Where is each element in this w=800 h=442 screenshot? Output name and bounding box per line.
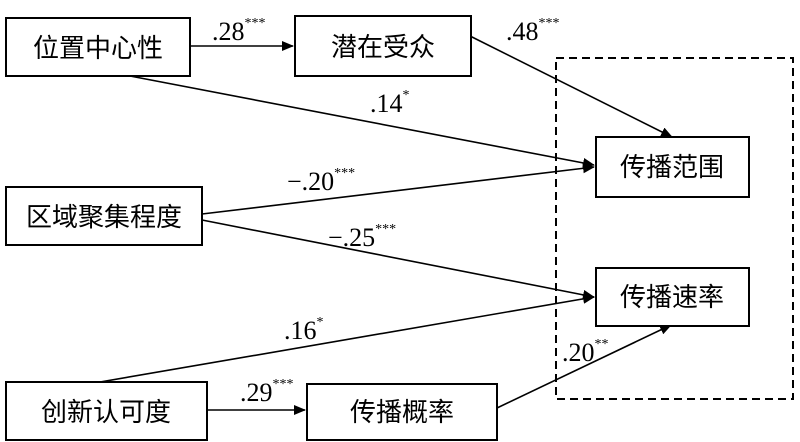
node-spread-rate: 传播速率 bbox=[595, 267, 750, 327]
node-potential-audience: 潜在受众 bbox=[294, 15, 472, 77]
node-spread-range-label: 传播范围 bbox=[620, 153, 724, 183]
coef-location-to-audience: .28*** bbox=[212, 16, 266, 46]
coef-probability-to-rate: .20** bbox=[562, 337, 609, 367]
edge-clustering-to-range bbox=[201, 163, 595, 215]
node-spread-probability: 传播概率 bbox=[306, 383, 498, 441]
coef-innovation-to-probability: .29*** bbox=[240, 377, 294, 407]
node-spread-rate-label: 传播速率 bbox=[620, 283, 724, 313]
edge-innovation-to-rate bbox=[99, 293, 595, 383]
node-regional-clustering-label: 区域聚集程度 bbox=[26, 203, 182, 233]
coef-clustering-to-rate: −.25*** bbox=[328, 222, 396, 252]
node-innovation-recognition-label: 创新认可度 bbox=[41, 398, 171, 428]
node-location-centrality: 位置中心性 bbox=[5, 17, 191, 77]
coef-audience-to-range: .48*** bbox=[506, 16, 560, 46]
node-innovation-recognition: 创新认可度 bbox=[5, 381, 208, 441]
node-spread-probability-label: 传播概率 bbox=[350, 398, 454, 428]
node-spread-range: 传播范围 bbox=[595, 136, 750, 198]
node-regional-clustering: 区域聚集程度 bbox=[5, 186, 203, 246]
node-potential-audience-label: 潜在受众 bbox=[331, 33, 435, 63]
edge-audience-to-range bbox=[469, 35, 673, 138]
node-location-centrality-label: 位置中心性 bbox=[33, 34, 163, 64]
edge-clustering-to-rate bbox=[201, 219, 595, 300]
coef-location-to-range: .14* bbox=[370, 88, 410, 118]
edge-location-to-range bbox=[129, 75, 595, 168]
edge-probability-to-rate bbox=[496, 324, 672, 409]
coef-clustering-to-range: −.20*** bbox=[287, 166, 355, 196]
coef-innovation-to-rate: .16* bbox=[284, 315, 324, 345]
outcome-group-frame bbox=[555, 57, 794, 400]
